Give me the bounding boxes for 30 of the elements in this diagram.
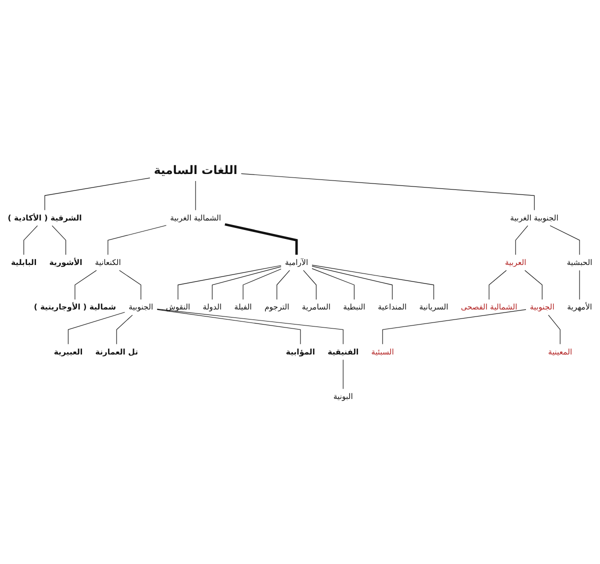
connector <box>524 270 542 300</box>
connector <box>195 180 196 210</box>
connector <box>68 312 126 344</box>
connector <box>240 173 535 210</box>
connector <box>242 268 282 300</box>
connector <box>312 264 434 300</box>
connector <box>119 270 142 300</box>
connector <box>156 308 344 344</box>
connector <box>515 225 528 256</box>
node-text: اللغات السامية <box>154 163 238 178</box>
connector <box>579 270 580 300</box>
connector <box>488 270 507 300</box>
connector <box>550 225 580 256</box>
connector <box>178 265 282 300</box>
connector <box>44 178 150 210</box>
connector <box>212 266 282 300</box>
connector <box>382 309 526 344</box>
connector <box>342 359 344 390</box>
connector <box>548 314 560 344</box>
connector <box>224 223 298 255</box>
connector <box>74 270 97 300</box>
connector <box>156 309 301 344</box>
connector <box>276 270 290 300</box>
connector <box>303 270 316 300</box>
connector <box>116 314 133 344</box>
connector <box>108 225 167 256</box>
connector <box>312 268 354 300</box>
connector <box>52 225 66 256</box>
connector <box>312 266 393 300</box>
connector <box>24 225 38 256</box>
